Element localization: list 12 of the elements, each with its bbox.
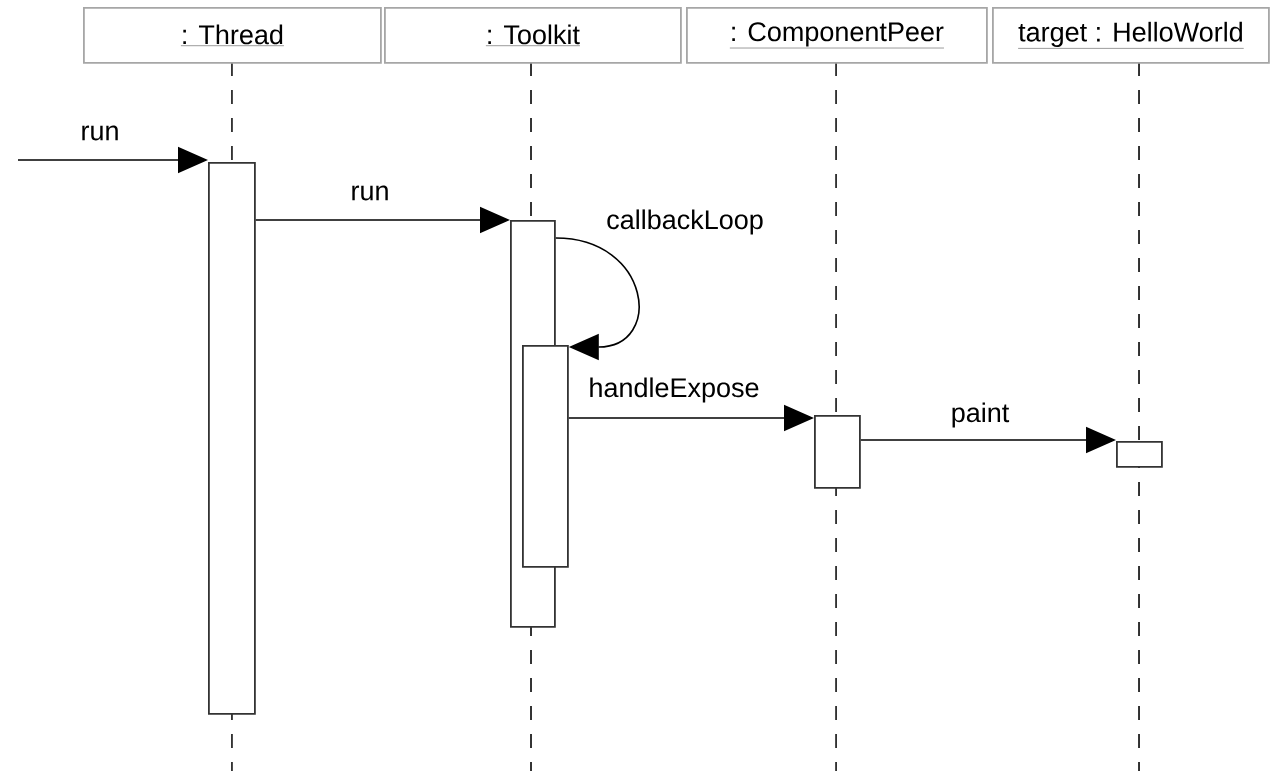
activation-bar	[208, 162, 256, 715]
lifeline-header-box: : ComponentPeer	[686, 7, 988, 64]
lifeline-header-box: : Thread	[83, 7, 382, 64]
message-label: paint	[949, 401, 1011, 429]
activation-bar	[814, 415, 861, 489]
activation-bar	[522, 345, 569, 568]
message-label: callbackLoop	[605, 208, 765, 236]
lifeline-header-box: target : HelloWorld	[992, 7, 1270, 64]
activation-bar	[1116, 441, 1163, 468]
message-label: handleExpose	[587, 376, 761, 404]
lifeline-header-box: : Toolkit	[384, 7, 682, 64]
message-arrow	[555, 237, 640, 361]
